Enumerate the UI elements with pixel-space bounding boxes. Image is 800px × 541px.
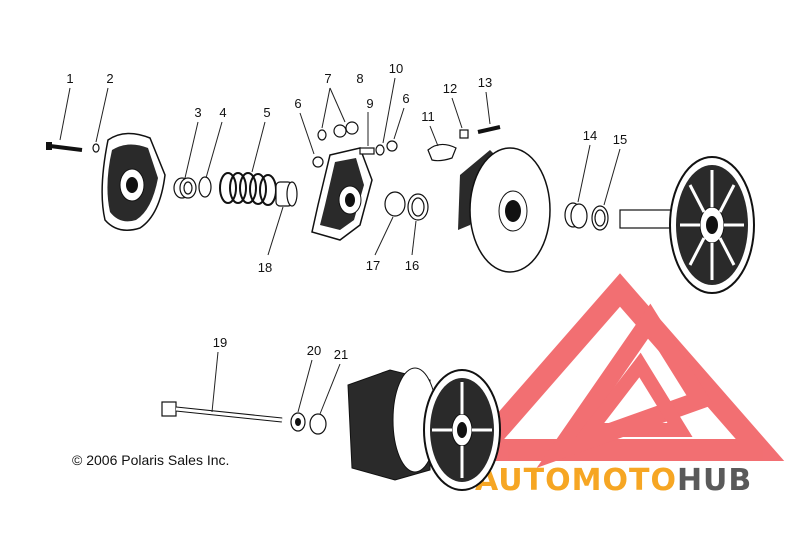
part-13-pin [477,125,501,134]
part-9-pin [359,147,375,155]
part-15-bushing [591,205,609,231]
automotohub-logo [455,273,785,468]
part-8-bushing [333,121,359,138]
callout-2: 2 [106,71,113,86]
part-21-bushing [309,413,327,435]
callout-13: 13 [478,75,492,90]
callout-11: 11 [421,109,435,124]
brand-part-hub: HUB [677,463,752,498]
part-11-weight [427,143,457,162]
part-5-spring [219,172,277,206]
part-18-bushing [275,181,298,207]
part-clutch-assembly [347,367,501,491]
part-14-bushing [564,202,588,229]
part-16-ring [407,193,429,221]
part-6a-roller [312,156,324,168]
brand-wordmark: AUTOMOTOHUB [475,463,752,498]
callout-21: 21 [334,347,348,362]
callout-9: 9 [366,96,373,111]
callout-4: 4 [219,105,226,120]
callout-15: 15 [613,132,627,147]
callout-14: 14 [583,128,597,143]
callout-19: 19 [213,335,227,350]
leader-lines [59,77,621,415]
part-20-washer [290,412,306,432]
callout-3: 3 [194,105,201,120]
part-7-washer [317,129,327,141]
part-3-bushing [173,177,197,199]
part-17-ring [384,191,406,217]
part-1-bolt [46,142,83,152]
part-12-nut [459,129,469,139]
copyright-text: © 2006 Polaris Sales Inc. [72,452,229,468]
part-2-washer [92,143,100,153]
callout-18: 18 [258,260,272,275]
callout-17: 17 [366,258,380,273]
callout-20: 20 [307,343,321,358]
callout-12: 12 [443,81,457,96]
callout-6b: 6 [402,91,409,106]
part-moveable-sheave [458,147,551,273]
logo-inner-triangle [575,352,693,437]
callout-5: 5 [263,105,270,120]
part-spider [311,147,373,241]
callout-1: 1 [66,71,73,86]
part-fixed-sheave [619,156,755,294]
callout-6a: 6 [294,96,301,111]
callout-10: 10 [389,61,403,76]
callout-labels: 1 2 3 4 5 6 7 8 9 10 6 11 12 13 14 15 18… [66,61,627,362]
callout-16: 16 [405,258,419,273]
callout-7: 7 [324,71,331,86]
part-4-ring [198,176,212,198]
part-6b-roller [386,140,398,152]
callout-8: 8 [356,71,363,86]
part-10-washer [375,144,385,156]
brand-part-automoto: AUTOMOTO [475,463,677,498]
part-cover-plate [101,132,166,231]
part-19-bolt [161,401,283,423]
